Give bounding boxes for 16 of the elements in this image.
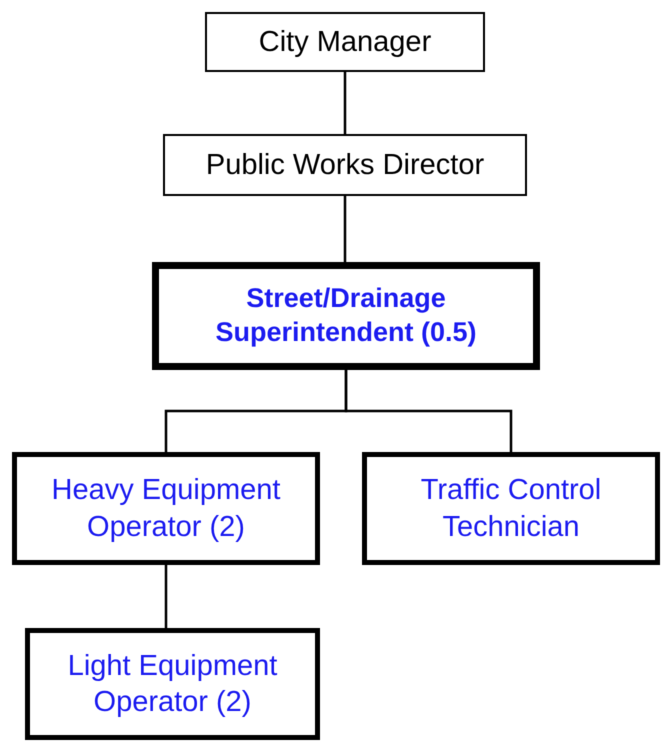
position-box (205, 12, 485, 72)
position-title: Traffic Control Technician (420, 473, 602, 544)
connector-line (164, 565, 168, 628)
position-title: Light Equipment Operator (2) (66, 648, 278, 720)
position-title: Street/Drainage Superintendent (0.5) (214, 282, 478, 349)
position-box (362, 452, 660, 565)
connector-line (344, 370, 512, 452)
position-box (12, 452, 320, 565)
position-box (152, 262, 540, 370)
position-title: City Manager (258, 24, 432, 60)
position-title: Public Works Director (204, 148, 486, 183)
connector-line (344, 196, 346, 262)
position-box (163, 134, 527, 196)
connector-line (344, 72, 346, 134)
position-box (25, 628, 320, 740)
position-title: Heavy Equipment Operator (2) (50, 473, 282, 544)
